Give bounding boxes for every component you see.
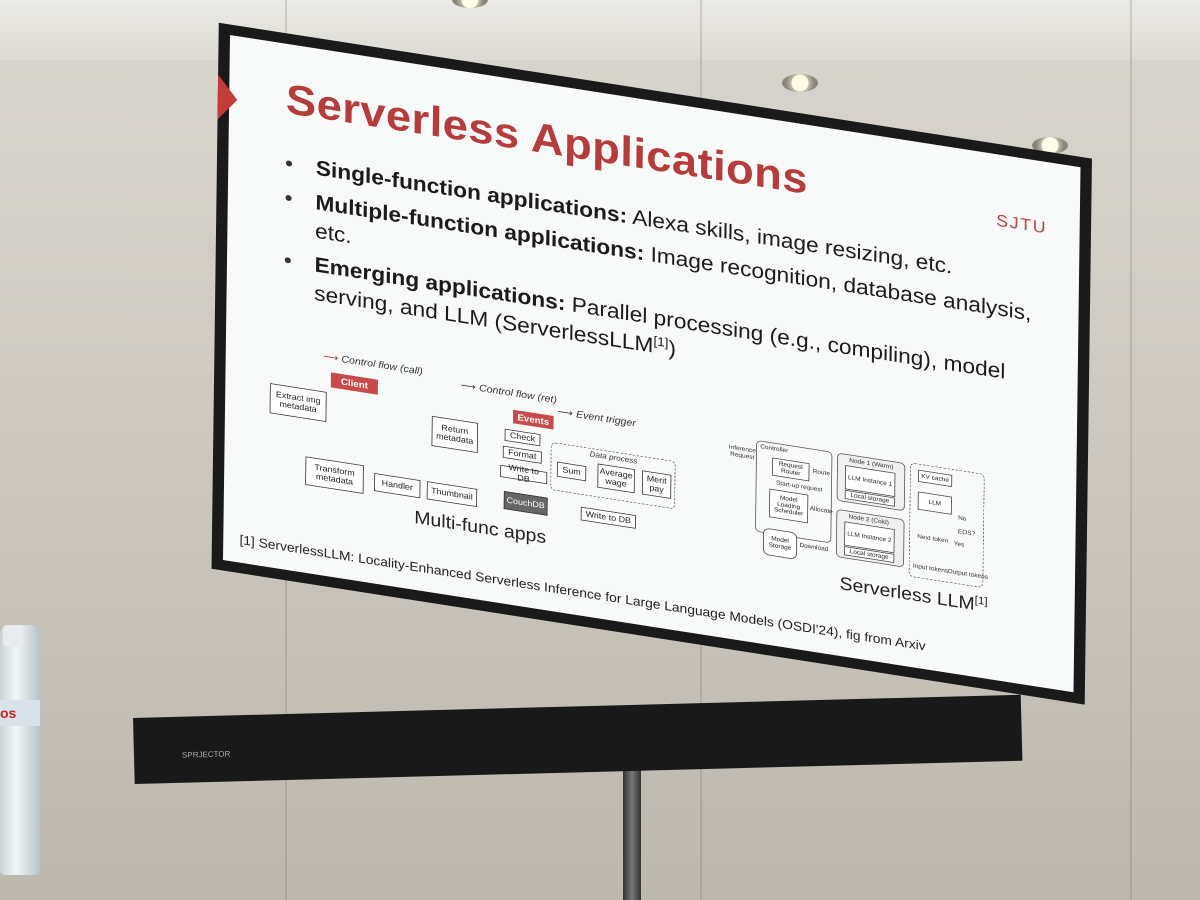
return-metadata-box: Return metadata xyxy=(431,415,479,454)
transform-metadata-box: Transform metadata xyxy=(305,456,364,494)
inference-request-label: Inference Request xyxy=(728,443,756,461)
write-db-box: Write to DB xyxy=(500,463,548,484)
arrow-icon: ⟶ xyxy=(557,405,573,420)
projector-brand-label: SPRJECTOR xyxy=(181,749,231,760)
arrow-icon: ⟶ xyxy=(323,350,339,364)
bullet-text-tail: ) xyxy=(668,336,677,361)
arrow-icon: ⟶ xyxy=(460,379,476,393)
bottle-cap xyxy=(3,625,23,647)
citation-marker: [1] xyxy=(653,333,669,351)
ceiling xyxy=(0,0,1200,60)
bullet-list: Single-function applications: Alexa skil… xyxy=(283,149,1063,430)
projector-screen-bar: SPRJECTOR xyxy=(133,694,1023,784)
water-bottle xyxy=(0,625,40,875)
citation-marker: [1] xyxy=(974,594,988,609)
write-db-box: Write to DB xyxy=(580,506,636,529)
format-box: Format xyxy=(502,445,542,464)
no-label: No xyxy=(958,514,967,523)
wall-panel-seam xyxy=(1130,0,1132,900)
events-box: Events xyxy=(512,409,554,430)
yes-label: Yes xyxy=(953,539,965,549)
thumbnail-box: Thumbnail xyxy=(426,481,478,508)
ceiling-light xyxy=(452,0,488,8)
legend-ret: ⟶Control flow (ret) xyxy=(460,379,557,406)
legend-event: ⟶Event trigger xyxy=(557,405,636,429)
download-label: Download xyxy=(799,541,829,553)
check-box: Check xyxy=(504,428,541,447)
ceiling-light xyxy=(782,74,818,92)
screen-stand xyxy=(623,760,641,900)
model-loading-box: Model Loading Scheduler xyxy=(769,488,809,524)
ceiling-light xyxy=(1032,137,1068,154)
merit-pay-box: Merit pay xyxy=(641,470,672,499)
projected-slide: Serverless Applications SJTU Single-func… xyxy=(217,35,1081,693)
university-logo: SJTU xyxy=(996,210,1048,238)
extract-metadata-box: Extract img metadata xyxy=(269,383,327,422)
couchdb-box: CouchDB xyxy=(503,490,548,516)
model-storage-box: Model Storage xyxy=(762,527,798,560)
multi-func-caption: Multi-func apps xyxy=(414,507,547,548)
client-box: Client xyxy=(330,372,378,395)
slide-accent-arrow xyxy=(217,74,238,123)
handler-box: Handler xyxy=(374,473,421,499)
bottle-label: os xyxy=(0,700,40,726)
